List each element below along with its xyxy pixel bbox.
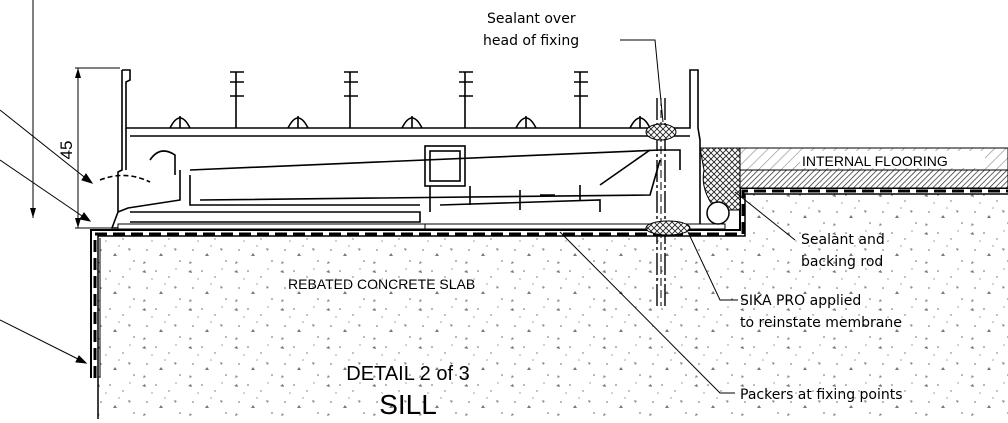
label-sealant-backing-1: Sealant and bbox=[801, 232, 885, 248]
label-internal-flooring: INTERNAL FLOORING bbox=[802, 153, 948, 169]
detail-title: DETAIL 2 of 3 bbox=[346, 363, 469, 385]
label-sealant-over-head-2: head of fixing bbox=[483, 33, 579, 49]
concrete-slab bbox=[97, 193, 1008, 419]
dimension-value: 45 bbox=[57, 141, 76, 160]
leader-sealant-backing bbox=[734, 191, 796, 241]
leader-sealant-over-head bbox=[620, 39, 664, 123]
label-sika-2: to reinstate membrane bbox=[740, 315, 902, 331]
dimension-45: 45 bbox=[57, 67, 120, 229]
left-leader-lines bbox=[0, 109, 94, 364]
sill-frame bbox=[99, 69, 701, 229]
label-sealant-backing-2: backing rod bbox=[801, 254, 883, 270]
detail-subtitle: SILL bbox=[379, 389, 437, 419]
label-packers: Packers at fixing points bbox=[740, 387, 903, 403]
label-rebated-slab: REBATED CONCRETE SLAB bbox=[288, 276, 475, 292]
leader-sika bbox=[687, 231, 738, 301]
sealant-blobs bbox=[645, 123, 741, 236]
leader-packers bbox=[559, 231, 735, 394]
label-sealant-over-head-1: Sealant over bbox=[487, 11, 576, 27]
packers bbox=[117, 223, 726, 230]
backing-rod bbox=[706, 201, 730, 225]
label-sika-1: SIKA PRO applied bbox=[740, 293, 861, 309]
